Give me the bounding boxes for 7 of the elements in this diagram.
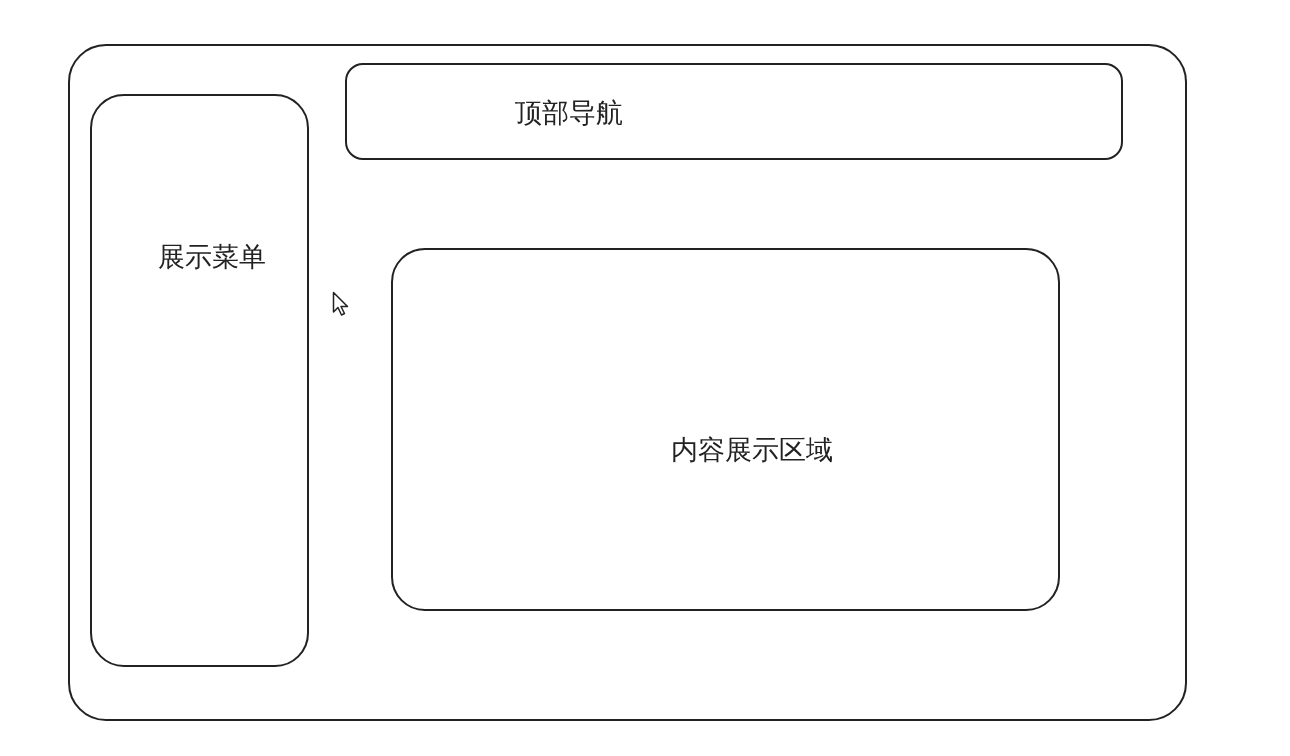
sidebar-menu	[90, 94, 309, 667]
panel-label: 顶部导航	[515, 97, 623, 130]
top-navigation-bar	[345, 63, 1123, 160]
window-frame	[68, 44, 1187, 721]
panel-label: 内容展示区域	[671, 434, 833, 467]
panel-label: 展示菜单	[158, 241, 266, 274]
content-area	[391, 248, 1060, 611]
